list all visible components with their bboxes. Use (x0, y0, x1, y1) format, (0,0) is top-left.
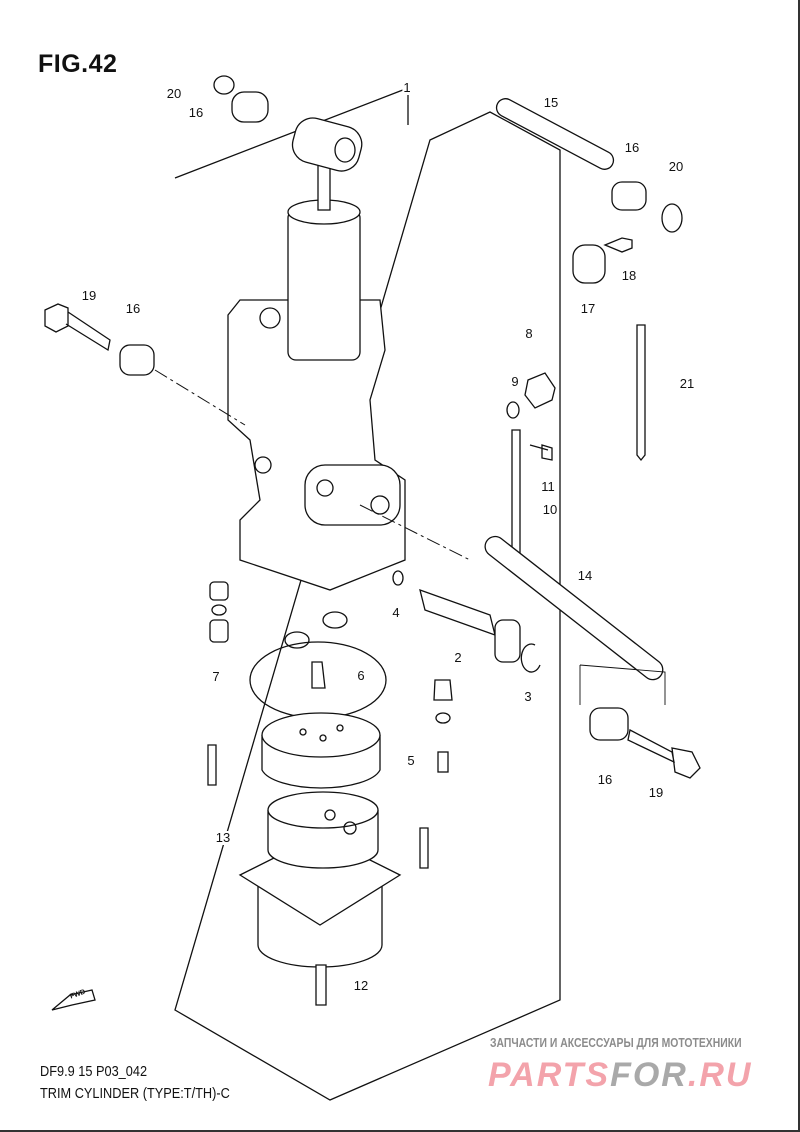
callout-2: 2 (453, 650, 463, 665)
callout-10: 10 (541, 502, 559, 517)
callout-11: 11 (540, 479, 556, 494)
part-21-cable-tie (636, 324, 646, 462)
callout-14: 14 (576, 568, 594, 583)
callout-20: 20 (165, 86, 183, 101)
fwd-arrow-icon (51, 989, 96, 1011)
screw-part (207, 744, 217, 786)
callout-19: 19 (647, 785, 665, 800)
callout-16: 16 (187, 105, 205, 120)
filter-part (209, 619, 229, 643)
part-17-spacer (572, 244, 606, 284)
callout-4: 4 (391, 605, 401, 620)
part-19-bolt (44, 303, 111, 352)
callout-16: 16 (124, 301, 142, 316)
oring-part (322, 611, 348, 629)
callout-21: 21 (678, 376, 696, 391)
diagram-code: DF9.9 15 P03_042 (40, 1063, 148, 1080)
callout-6: 6 (356, 668, 366, 683)
callout-16: 16 (623, 140, 641, 155)
callout-1: 1 (402, 80, 412, 95)
part-12-bolt (315, 964, 327, 1006)
oring-part (284, 631, 310, 649)
callout-5: 5 (406, 753, 416, 768)
trim-cylinder-body (227, 117, 406, 591)
callout-18: 18 (620, 268, 638, 283)
part-10-cable-tie (511, 429, 521, 567)
watermark-part1: PARTS (488, 1056, 611, 1094)
callout-16: 16 (596, 772, 614, 787)
bottom-border (0, 1130, 800, 1132)
callout-19: 19 (80, 288, 98, 303)
watermark-logo: PARTSFOR.RU (488, 1058, 752, 1092)
callout-20: 20 (667, 159, 685, 174)
figure-title: FIG.42 (38, 50, 118, 78)
callout-8: 8 (524, 326, 534, 341)
callout-3: 3 (523, 689, 533, 704)
part-4-oring (392, 570, 404, 586)
part-15-pin (495, 98, 615, 170)
part-14-pin (484, 535, 664, 681)
oring-part (435, 712, 451, 724)
callout-13: 13 (214, 830, 232, 845)
filter-part (209, 581, 229, 601)
watermark-subtitle: ЗАПЧАСТИ И АКСЕССУАРЫ ДЛЯ МОТОТЕХНИКИ (490, 1035, 742, 1050)
screw-part (419, 827, 429, 869)
part-8-washer (506, 401, 520, 419)
callout-9: 9 (510, 374, 520, 389)
part-5-pump (261, 712, 381, 789)
callout-17: 17 (579, 301, 597, 316)
diagram-title: TRIM CYLINDER (TYPE:T/TH)-C (40, 1085, 230, 1102)
check-valve-part (433, 679, 453, 701)
part-16-bushing (231, 91, 269, 123)
part-13-motor (238, 791, 402, 968)
part-2-valve (419, 588, 496, 637)
callout-7: 7 (211, 669, 221, 684)
part-19-bolt (627, 729, 701, 779)
spring-part (437, 751, 449, 773)
part-20-circlip (213, 75, 235, 95)
part-3-circlip (520, 643, 541, 673)
part-9-plug (524, 372, 556, 409)
part-18-bolt (603, 237, 633, 253)
part-6-shaft (311, 661, 326, 689)
callout-12: 12 (352, 978, 370, 993)
part-20-circlip (661, 203, 683, 233)
part-11-screw (529, 444, 553, 461)
oring-part (211, 604, 227, 616)
watermark-part2: FOR (610, 1056, 688, 1094)
part-16-bushing (119, 344, 155, 376)
watermark-part3: .RU (687, 1056, 753, 1094)
part-16-bushing (589, 707, 629, 741)
callout-15: 15 (542, 95, 560, 110)
part-16-bushing (611, 181, 647, 211)
